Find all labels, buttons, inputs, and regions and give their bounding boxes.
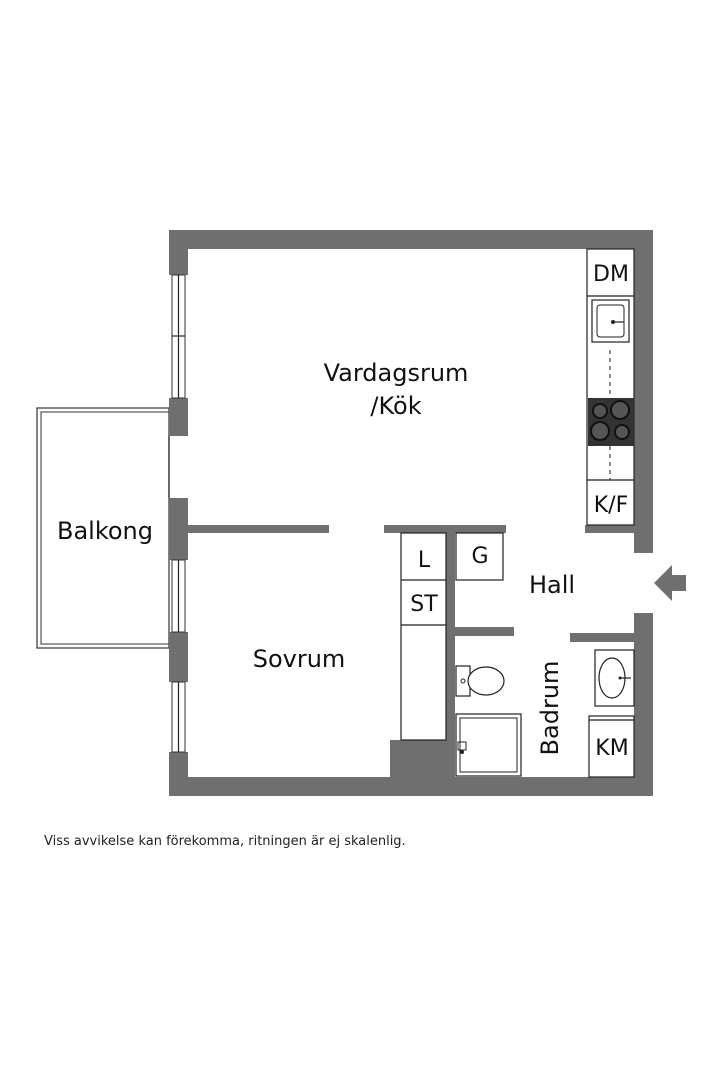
stove-icon [588,398,634,446]
room-label-kitchen: /Kök [370,392,421,420]
room-label-bedroom: Sovrum [253,645,346,673]
windows [168,274,186,753]
room-label-bathroom: Badrum [536,661,564,756]
fixture-label-closet-st: ST [410,592,438,617]
room-label-balcony: Balkong [57,517,153,545]
entrance-arrow-icon [654,565,686,601]
toilet-icon [455,665,505,697]
fixture-label-washing-machine: KM [595,736,628,761]
kitchen-sink [591,299,630,343]
fixture-label-dishwasher: DM [593,262,629,287]
fixture-label-fridge: K/F [594,493,629,518]
kitchen-counter [586,248,635,526]
outer-walls [169,230,653,796]
fixture-label-closet-l: L [418,548,431,573]
interior-walls [188,525,653,777]
fixture-label-closet-g: G [471,544,488,569]
room-label-living: Vardagsrum [324,359,469,387]
closets [400,532,504,741]
washing-machine [588,715,635,778]
bathroom-sink [594,649,635,707]
shower-icon [455,713,522,777]
room-label-hall: Hall [529,571,575,599]
disclaimer-text: Viss avvikelse kan förekomma, ritningen … [44,834,406,849]
